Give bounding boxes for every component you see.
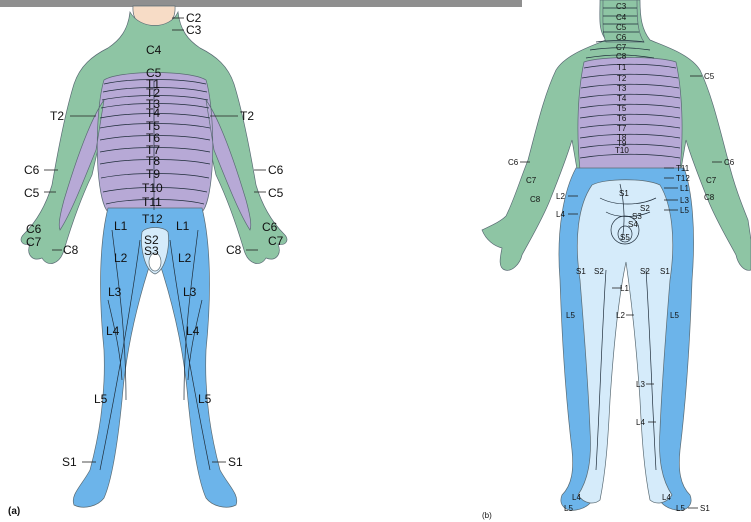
front-label-s3: S3: [144, 244, 159, 258]
back-label-c5: C5: [616, 23, 627, 32]
front-label-l1-left: L1: [114, 219, 128, 233]
back-label-t3: T3: [617, 84, 627, 93]
front-label-c6-right-hand: C6: [262, 220, 278, 234]
back-label-l5-left: L5: [566, 311, 575, 320]
back-label-t11: T11: [676, 164, 690, 173]
back-label-l5-right: L5: [670, 311, 679, 320]
front-label-l4-left: L4: [106, 324, 120, 338]
back-label-l4-foot-right: L4: [662, 493, 671, 502]
back-label-c7: C7: [616, 43, 627, 52]
back-label-t12: T12: [676, 174, 690, 183]
front-label-t9: T9: [146, 167, 160, 181]
back-label-l1: L1: [680, 184, 689, 193]
back-label-c8-left: C8: [530, 195, 541, 204]
front-label-c7-right: C7: [268, 234, 284, 248]
front-caption: (a): [8, 506, 20, 517]
front-label-t10: T10: [142, 181, 163, 195]
front-label-c8-right: C8: [226, 243, 242, 257]
back-label-t1: T1: [617, 63, 627, 72]
front-label-c6-right: C6: [268, 163, 284, 177]
front-label-c6-left: C6: [24, 163, 40, 177]
back-label-s1-foot: S1: [700, 504, 710, 513]
back-label-l3-mid: L3: [636, 380, 645, 389]
back-label-s4: S4: [628, 220, 638, 229]
front-label-l3-left: L3: [108, 285, 122, 299]
back-label-t6: T6: [617, 114, 627, 123]
front-label-s1-right: S1: [228, 455, 243, 469]
back-label-l2-mid: L2: [616, 311, 625, 320]
front-label-t12: T12: [142, 212, 163, 226]
back-label-l1-mid: L1: [620, 284, 629, 293]
front-label-l2-right: L2: [178, 251, 192, 265]
back-label-c6: C6: [616, 33, 627, 42]
back-label-l5-foot: L5: [564, 504, 573, 513]
front-label-t4: T4: [146, 106, 160, 120]
back-label-t7: T7: [617, 124, 627, 133]
back-label-s1-right: S1: [660, 267, 670, 276]
front-view: C2 C3 C4 C5 T1 T2 T3 T4 T5 T6 T7 T8 T9 T…: [8, 6, 287, 517]
back-label-l4-foot: L4: [572, 493, 581, 502]
back-label-s1-left: S1: [576, 267, 586, 276]
front-label-t11: T11: [142, 195, 162, 209]
back-label-l2-left: L2: [556, 192, 565, 201]
front-label-c8-left: C8: [63, 243, 79, 257]
back-label-c3: C3: [616, 2, 627, 11]
back-sacral-region: [577, 180, 672, 503]
back-label-c8-right: C8: [704, 193, 715, 202]
front-label-l1-right: L1: [176, 219, 190, 233]
front-label-t2-right: T2: [240, 109, 254, 123]
front-label-c5-left: C5: [24, 186, 40, 200]
back-label-t10: T10: [615, 146, 629, 155]
front-label-l5-left: L5: [94, 392, 108, 406]
back-label-l5-foot-right: L5: [676, 504, 685, 513]
front-label-s1-left: S1: [62, 455, 77, 469]
back-label-s5: S5: [620, 233, 630, 242]
back-label-c4: C4: [616, 13, 627, 22]
back-label-c5-right: C5: [704, 72, 715, 81]
back-label-t2: T2: [617, 74, 627, 83]
back-label-c7-right: C7: [706, 176, 717, 185]
back-label-l4-mid: L4: [636, 418, 645, 427]
front-label-c3: C3: [186, 23, 202, 37]
back-label-l5: L5: [680, 206, 689, 215]
back-label-s2-left: S2: [594, 267, 604, 276]
back-label-t5: T5: [617, 104, 627, 113]
front-label-t2-left: T2: [50, 109, 64, 123]
front-label-l3-right: L3: [183, 285, 197, 299]
front-label-l4-right: L4: [186, 324, 200, 338]
back-label-c8: C8: [616, 52, 627, 61]
back-caption: (b): [482, 511, 492, 520]
back-label-s1: S1: [619, 189, 629, 198]
back-label-c7-left: C7: [526, 176, 537, 185]
front-label-l5-right: L5: [198, 392, 212, 406]
back-label-s2-right: S2: [640, 267, 650, 276]
front-label-c7-left: C7: [26, 235, 42, 249]
back-label-c6-left: C6: [508, 158, 519, 167]
back-label-c6-right: C6: [724, 158, 735, 167]
back-label-t4: T4: [617, 94, 627, 103]
front-label-c4: C4: [146, 43, 162, 57]
front-label-t8: T8: [146, 154, 160, 168]
front-label-c6-left-hand: C6: [26, 222, 42, 236]
back-label-l3: L3: [680, 196, 689, 205]
front-label-l2-left: L2: [114, 251, 128, 265]
back-label-l4-left: L4: [556, 210, 565, 219]
back-view: C3 C4 C5 C6 C7 C8 T1 T2 T3 T4 T5 T6 T7 T…: [482, 0, 751, 520]
front-label-c5-right: C5: [268, 186, 284, 200]
